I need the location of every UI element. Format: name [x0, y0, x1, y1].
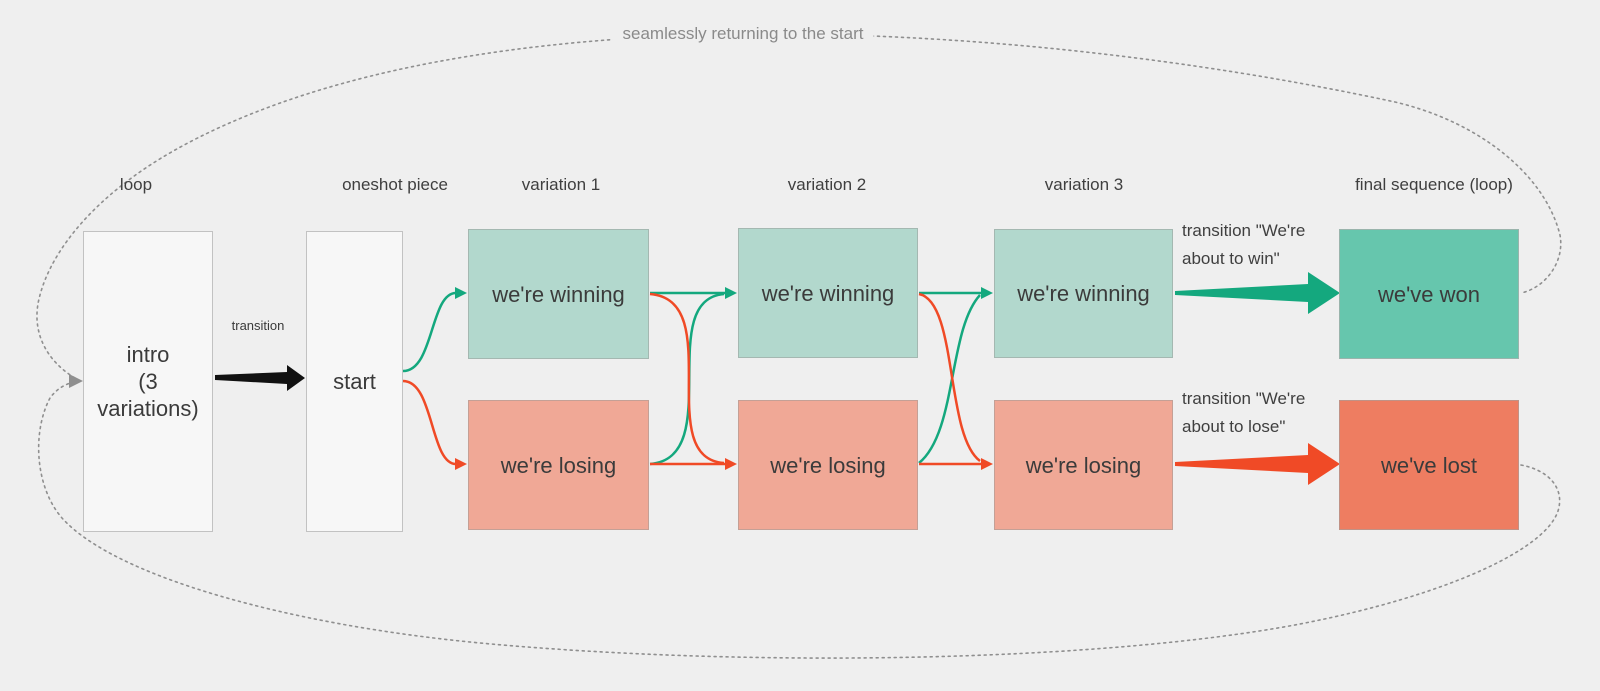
- edge-winning2-to-losing3: [918, 292, 981, 463]
- node-variation3-losing: we're losing: [994, 400, 1173, 530]
- edge-label-transition-about-to-lose: transition "We're about to lose": [1182, 389, 1306, 436]
- edge-label-transition-about-to-win: transition "We're about to win": [1182, 221, 1306, 268]
- column-label-variation-1: variation 1: [521, 175, 601, 194]
- column-label-final-sequence: final sequence (loop): [1355, 175, 1513, 194]
- node-variation1-winning: we're winning: [468, 229, 649, 359]
- edge-winning3-to-won: [1175, 272, 1340, 314]
- node-variation1-losing: we're losing: [468, 400, 649, 530]
- edge-start-to-losing1: [402, 379, 457, 466]
- node-intro: intro (3 variations): [83, 231, 213, 532]
- return-loop-bottom-path: [37, 380, 1561, 659]
- arrowhead-losing1-icon: [455, 458, 467, 470]
- node-variation3-winning: we're winning: [994, 229, 1173, 358]
- node-start: start: [306, 231, 403, 532]
- arrowhead-losing2-icon: [725, 458, 737, 470]
- column-label-variation-2: variation 2: [787, 175, 867, 194]
- edge-intro-to-start: [215, 365, 305, 391]
- column-label-loop: loop: [119, 175, 153, 194]
- node-label: we've lost: [1381, 452, 1477, 478]
- column-label-variation-3: variation 3: [1044, 175, 1124, 194]
- node-label: we're losing: [770, 452, 886, 478]
- node-intro-label: intro (3 variations): [97, 342, 199, 421]
- node-variation2-winning: we're winning: [738, 228, 918, 358]
- node-label: we're losing: [1025, 452, 1142, 478]
- edge-winning1-to-losing2: [649, 292, 725, 465]
- arrowhead-winning3-icon: [981, 287, 993, 299]
- node-label: we're winning: [492, 281, 625, 307]
- arrowhead-winning2-icon: [725, 287, 737, 299]
- arrowhead-winning1-icon: [455, 287, 467, 299]
- node-label: we're winning: [1017, 281, 1150, 306]
- return-loop-top-path: [36, 33, 1562, 382]
- node-label: we're losing: [500, 452, 617, 478]
- edge-losing1-to-winning2: [649, 292, 725, 466]
- column-label-oneshot-piece: oneshot piece: [342, 175, 448, 194]
- edge-losing3-to-lost: [1175, 443, 1340, 485]
- return-loop-annotation: seamlessly returning to the start: [612, 24, 874, 44]
- edge-losing2-to-winning3: [918, 294, 981, 464]
- node-label: we've won: [1377, 281, 1481, 307]
- node-start-label: start: [333, 369, 376, 394]
- edge-start-to-winning1: [402, 291, 457, 373]
- arrowhead-losing3-icon: [981, 458, 993, 470]
- return-loop-arrowhead-icon: [69, 374, 83, 388]
- node-weve-won: we've won: [1339, 229, 1519, 359]
- node-label: we're winning: [761, 280, 895, 306]
- node-weve-lost: we've lost: [1339, 400, 1519, 530]
- edge-label-transition: transition: [231, 318, 285, 333]
- node-variation2-losing: we're losing: [738, 400, 918, 530]
